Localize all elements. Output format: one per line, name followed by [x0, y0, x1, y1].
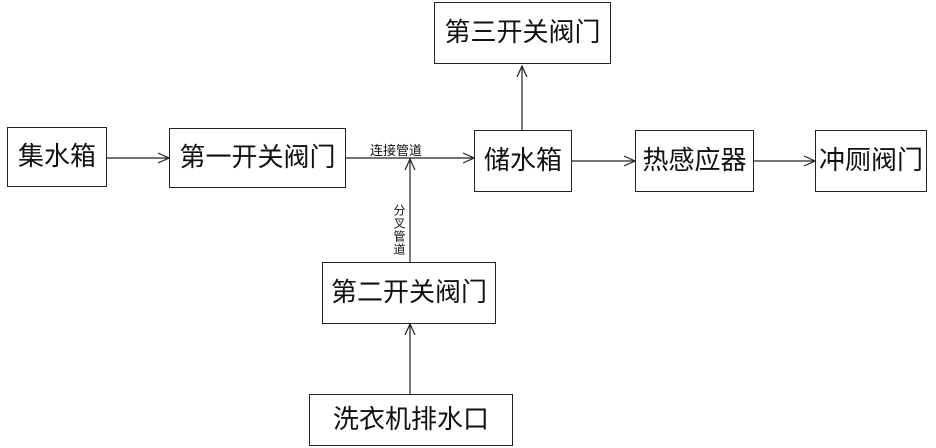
node-second-valve: 第二开关阀门	[322, 262, 496, 324]
label-branch-pipe: 分叉管道	[392, 204, 406, 256]
node-third-valve: 第三开关阀门	[434, 2, 611, 64]
node-label: 冲厕阀门	[818, 146, 923, 176]
node-label: 第一开关阀门	[179, 143, 336, 173]
node-label: 集水箱	[17, 142, 96, 172]
label-connecting-pipe: 连接管道	[370, 144, 423, 159]
node-heat-sensor: 热感应器	[635, 130, 754, 192]
node-label: 热感应器	[642, 146, 747, 176]
node-label: 洗衣机排水口	[332, 405, 489, 435]
node-flush-valve: 冲厕阀门	[815, 130, 927, 192]
node-water-collection-tank: 集水箱	[7, 127, 107, 187]
node-label: 储水箱	[483, 146, 562, 176]
node-label: 第三开关阀门	[444, 18, 601, 48]
node-storage-tank: 储水箱	[474, 130, 572, 192]
node-label: 第二开关阀门	[330, 278, 487, 308]
node-first-valve: 第一开关阀门	[169, 128, 346, 188]
node-washer-drain: 洗衣机排水口	[309, 394, 513, 446]
